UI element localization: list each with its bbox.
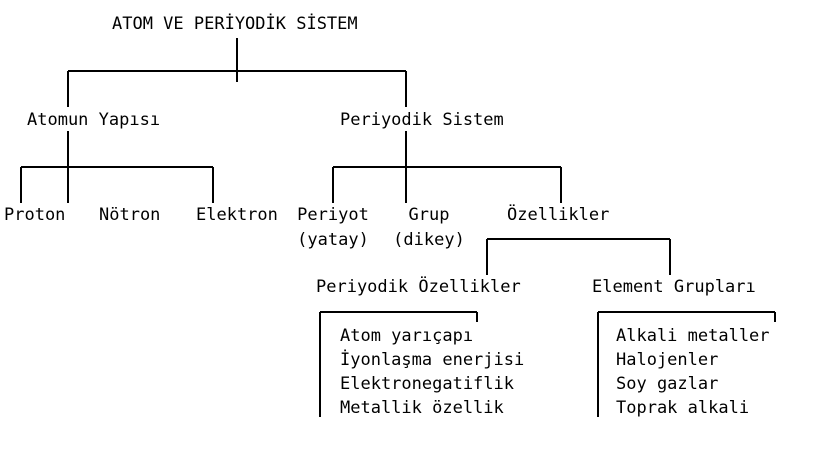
node-group-note: (dikey) [393, 230, 465, 250]
node-periodic-system: Periyodik Sistem [340, 110, 504, 130]
node-electron: Elektron [196, 205, 278, 225]
list-item-ionization-energy: İyonlaşma enerjisi [340, 350, 525, 370]
list-item-electronegativity: Elektronegatiflik [340, 374, 514, 394]
list-item-metallic-character: Metallik özellik [340, 398, 504, 418]
node-group: Grup [408, 205, 450, 225]
list-item-alkaline-earth: Toprak alkali [616, 398, 750, 418]
list-item-halogens: Halojenler [616, 350, 719, 370]
node-periodic-properties: Periyodik Özellikler [316, 277, 521, 297]
node-atom-structure: Atomun Yapısı [27, 110, 161, 130]
node-properties: Özellikler [507, 205, 610, 225]
node-period-note: (yatay) [297, 230, 369, 250]
node-proton: Proton [4, 205, 66, 225]
diagram-title: ATOM VE PERİYODİK SİSTEM [112, 14, 358, 34]
list-item-noble-gases: Soy gazlar [616, 374, 719, 394]
node-element-groups: Element Grupları [592, 277, 756, 297]
node-period: Periyot [297, 205, 369, 225]
list-item-atomic-radius: Atom yarıçapı [340, 326, 474, 346]
node-neutron: Nötron [99, 205, 161, 225]
list-item-alkali-metals: Alkali metaller [616, 326, 770, 346]
